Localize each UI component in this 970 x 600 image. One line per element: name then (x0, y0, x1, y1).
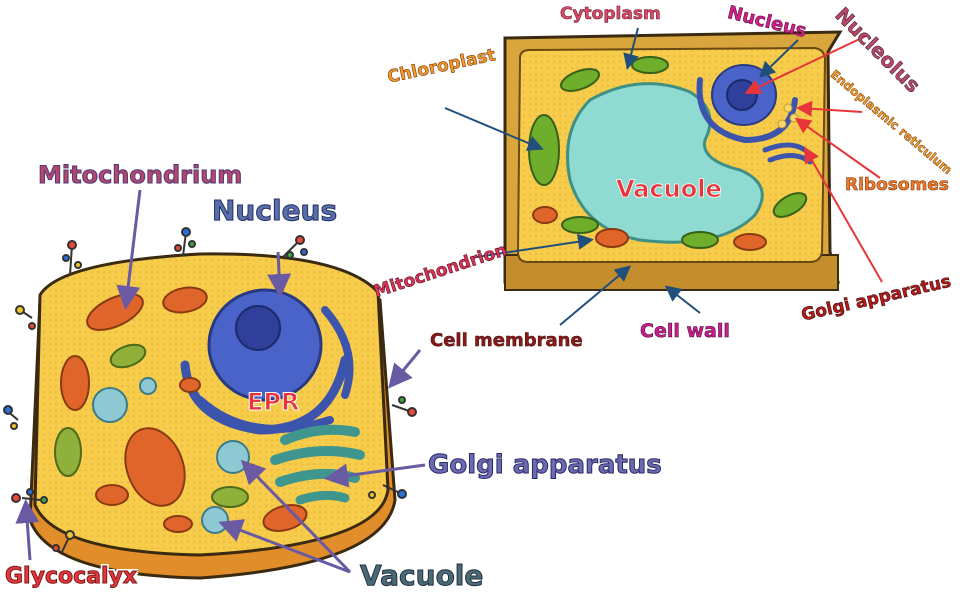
animal-mito-6 (262, 504, 308, 532)
plant-nucleolus (726, 79, 758, 111)
arrow-glycocalyx (15, 499, 40, 561)
arrow-cell-wall (664, 285, 701, 314)
arrow-nucleus-animal (267, 251, 292, 298)
plant-chloroplast-2 (559, 68, 601, 92)
plant-mito-3 (532, 206, 558, 224)
plant-chloroplast-5 (681, 231, 719, 249)
animal-mito-3 (60, 355, 90, 411)
arrow-er (796, 100, 863, 117)
label-golgi-animal: Golgi apparatus (428, 450, 663, 480)
arrow-ribosomes (794, 117, 881, 179)
plant-chloroplast-4 (772, 192, 808, 218)
animal-mito-2 (162, 286, 208, 314)
label-vacuole-plant: Vacuole (616, 175, 723, 203)
animal-vacuole-2 (139, 377, 157, 395)
animal-vacuole-3 (216, 440, 250, 474)
arrow-membrane-animal (388, 349, 422, 389)
label-epr: EPR (246, 388, 300, 416)
label-mitochondrium: Mitochondrium (37, 161, 243, 189)
animal-vacuole-1 (92, 387, 128, 423)
label-cell-wall: Cell wall (640, 320, 730, 342)
arrow-nucleolus (744, 34, 869, 95)
animal-cell (3, 189, 426, 580)
label-cytoplasm: Cytoplasm (560, 4, 661, 24)
plant-chloroplast-3 (631, 56, 669, 74)
label-cell-membrane: Cell membrane (430, 330, 583, 351)
animal-golgi-4 (295, 490, 350, 505)
animal-mito-4 (124, 427, 186, 507)
arrow-mitochondrium (116, 189, 142, 310)
label-glycocalyx: Glycocalyx (4, 564, 138, 589)
arrow-golgi-animal (324, 463, 426, 488)
arrow-vacuole-a (240, 459, 352, 574)
animal-mito-5 (95, 484, 129, 506)
arrow-vacuole-b (218, 519, 351, 574)
label-nucleus-animal: Nucleus (211, 194, 338, 227)
animal-vacuole-4 (201, 506, 229, 534)
plant-cell (444, 27, 883, 326)
animal-nucleolus (235, 305, 281, 351)
plant-er (696, 77, 798, 144)
arrow-mitochondrion (469, 233, 594, 259)
animal-blob-green-2 (54, 427, 82, 477)
plant-chloroplast-1 (528, 114, 560, 186)
arrow-cytoplasm (623, 27, 639, 70)
arrow-golgi-plant (804, 146, 883, 283)
animal-mito-8 (179, 377, 201, 393)
animal-mito-7 (163, 515, 193, 533)
animal-golgi-2 (270, 446, 365, 465)
animal-blob-green-3 (211, 486, 249, 508)
label-ribosomes: Ribosomes (845, 175, 950, 195)
animal-er-3 (321, 306, 354, 399)
animal-blob-green-1 (109, 343, 147, 369)
plant-chloroplast-6 (561, 216, 599, 234)
label-vacuole-animal: Vacuole (359, 559, 484, 592)
plant-vacuole (566, 82, 764, 244)
arrow-cell-membrane (559, 265, 632, 326)
plant-mito-1 (595, 228, 629, 248)
animal-er-2 (196, 396, 334, 433)
animal-golgi-1 (280, 424, 360, 445)
plant-mito-2 (733, 233, 767, 251)
arrow-nucleus-plant (759, 39, 799, 78)
arrow-chloroplast (444, 107, 544, 151)
